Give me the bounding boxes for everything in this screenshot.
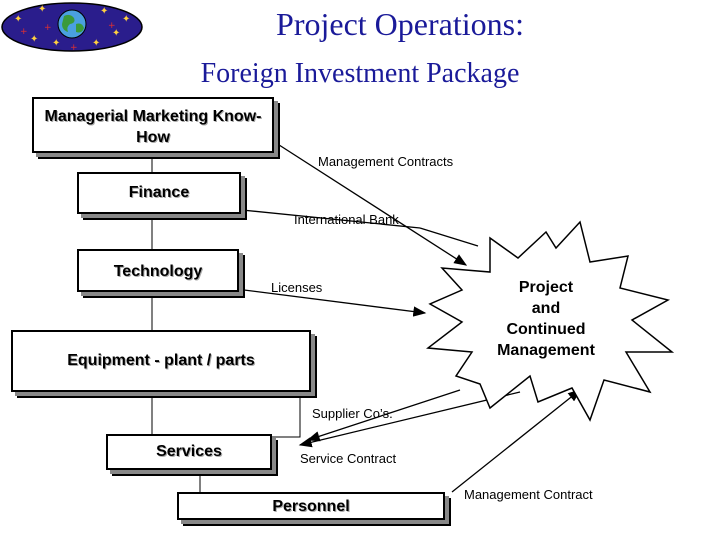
svg-text:✦: ✦ [112,28,120,39]
supplier-cos-label: Supplier Co’s. [312,406,393,421]
svg-text:✦: ✦ [14,14,22,25]
know-how-label: Managerial Marketing Know-How [44,108,262,146]
management-contract-label: Management Contract [464,487,593,502]
finance-box: Finance [77,172,241,214]
page-subtitle: Foreign Investment Package [200,58,520,89]
svg-text:+: + [20,27,28,37]
management-contracts-label: Management Contracts [318,154,454,169]
equipment-label: Equipment - plant / parts [67,352,255,369]
svg-text:+: + [70,43,78,53]
svg-text:✦: ✦ [122,14,130,25]
technology-box: Technology [77,249,239,292]
know-how-box: Managerial Marketing Know-How [32,97,274,153]
svg-text:✦: ✦ [92,38,100,49]
starburst-label: Project and Continued Management [486,277,606,361]
personnel-box: Personnel [177,492,445,520]
services-label: Services [156,443,222,460]
page-title: Project Operations: [276,6,524,42]
service-contract-label: Service Contract [300,451,397,466]
globe-logo-icon: ✦✦✦ ✦✦✦ ✦✦ ++++ [1,2,143,53]
starburst-shape [426,220,675,422]
licenses-label: Licenses [271,280,323,295]
starburst-line-1: Project [518,279,574,296]
international-bank-label: International Bank [294,212,399,227]
svg-text:✦: ✦ [30,34,38,45]
starburst-line-2: and [531,300,561,317]
personnel-label: Personnel [272,498,350,515]
finance-label: Finance [128,184,190,201]
svg-text:+: + [44,23,52,33]
technology-label: Technology [113,263,203,280]
svg-text:+: + [108,21,116,31]
starburst-line-4: Management [497,342,595,359]
svg-text:✦: ✦ [100,6,108,17]
equipment-box: Equipment - plant / parts [11,330,311,392]
svg-text:✦: ✦ [52,38,60,49]
services-box: Services [106,434,272,470]
starburst-line-3: Continued [506,321,586,338]
svg-text:✦: ✦ [38,4,46,15]
